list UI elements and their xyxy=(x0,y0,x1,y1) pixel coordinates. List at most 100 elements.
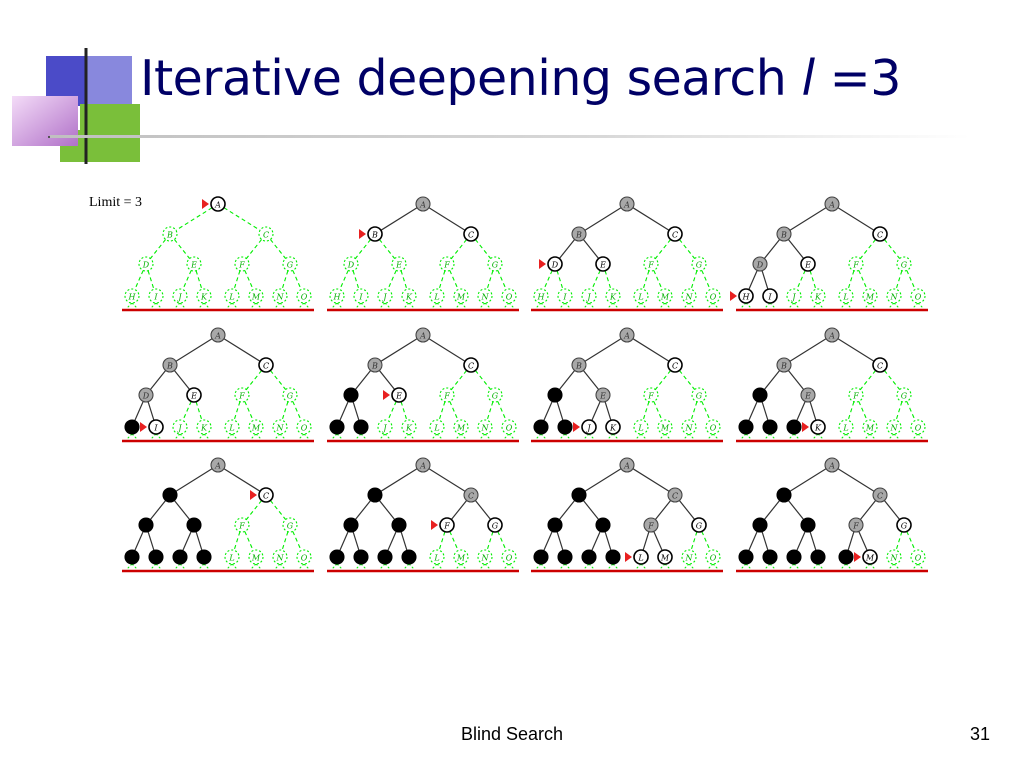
node-label: E xyxy=(190,392,197,401)
tree-edge xyxy=(145,263,157,297)
successor-stub xyxy=(540,563,547,570)
successor-stub xyxy=(255,433,262,440)
successor-stub xyxy=(274,563,281,570)
node-label: C xyxy=(877,362,883,371)
node-circle xyxy=(886,419,902,435)
successor-stub xyxy=(564,563,571,570)
tree-node xyxy=(401,549,417,565)
node-label: B xyxy=(166,362,173,371)
tree-node xyxy=(172,549,188,565)
successor-stub xyxy=(360,302,367,309)
successor-stub xyxy=(408,302,415,309)
tree-edge xyxy=(422,334,472,366)
node-circle xyxy=(162,226,178,242)
node-label: B xyxy=(780,231,787,240)
node-circle xyxy=(377,288,393,304)
node-circle xyxy=(667,357,683,373)
node-label: E xyxy=(395,392,402,401)
tree-node: G xyxy=(487,256,503,272)
tree-edge xyxy=(217,203,267,235)
node-circle xyxy=(367,226,383,242)
node-label: H xyxy=(128,293,137,302)
tree-edge xyxy=(169,464,219,496)
successor-stub xyxy=(917,563,924,570)
successor-stub xyxy=(688,563,695,570)
node-label: M xyxy=(456,424,466,433)
node-circle xyxy=(886,549,902,565)
successor-stub xyxy=(788,433,795,440)
node-label: N xyxy=(276,293,285,302)
tree-node: N xyxy=(477,549,493,565)
tree-node: O xyxy=(296,549,312,565)
tree-node xyxy=(148,549,164,565)
tree-edge xyxy=(783,203,833,235)
tree-edge xyxy=(374,334,424,366)
tree-node: H xyxy=(738,288,754,304)
node-circle xyxy=(633,288,649,304)
successor-stub xyxy=(403,433,410,440)
node-circle xyxy=(439,517,455,533)
successor-stub xyxy=(503,433,510,440)
tree-node: N xyxy=(681,419,697,435)
node-label: A xyxy=(214,332,221,341)
tree-node xyxy=(571,487,587,503)
tree-node: C xyxy=(667,357,683,373)
node-circle xyxy=(824,196,840,212)
tree-node xyxy=(838,549,854,565)
node-label: F xyxy=(443,392,450,401)
node-label: L xyxy=(433,554,439,563)
node-circle xyxy=(477,419,493,435)
successor-stub xyxy=(255,563,262,570)
successor-stub xyxy=(298,302,305,309)
tree-node: N xyxy=(886,288,902,304)
tree-node: M xyxy=(862,288,878,304)
title-limit-value: =3 xyxy=(814,50,902,107)
node-label: I xyxy=(562,293,567,302)
successor-stub xyxy=(174,563,181,570)
successor-stub xyxy=(683,433,690,440)
tree-node xyxy=(124,549,140,565)
tree-node: B xyxy=(367,357,383,373)
tree-node: G xyxy=(691,387,707,403)
successor-stub xyxy=(508,433,515,440)
node-circle xyxy=(377,549,393,565)
tree-node: M xyxy=(862,549,878,565)
successor-stub xyxy=(360,433,367,440)
tree-node xyxy=(533,419,549,435)
tree-node xyxy=(605,549,621,565)
tree-node: F xyxy=(848,387,864,403)
successor-stub xyxy=(635,302,642,309)
node-circle xyxy=(343,256,359,272)
node-label: N xyxy=(685,293,694,302)
successor-stub xyxy=(869,433,876,440)
node-label: O xyxy=(710,424,717,433)
node-circle xyxy=(501,288,517,304)
node-label: F xyxy=(238,522,245,531)
tree-node: G xyxy=(896,387,912,403)
node-circle xyxy=(810,549,826,565)
node-label: F xyxy=(852,261,859,270)
successor-stub xyxy=(888,302,895,309)
node-label: A xyxy=(828,201,835,210)
node-circle xyxy=(282,517,298,533)
successor-stub xyxy=(840,563,847,570)
node-label: A xyxy=(419,462,426,471)
node-circle xyxy=(581,549,597,565)
tree-edge xyxy=(484,394,496,428)
successor-stub xyxy=(740,433,747,440)
node-circle xyxy=(619,327,635,343)
tree-node: B xyxy=(162,226,178,242)
node-circle xyxy=(848,256,864,272)
tree-node: F xyxy=(643,256,659,272)
successor-stub xyxy=(336,563,343,570)
node-label: E xyxy=(395,261,402,270)
tree-node xyxy=(367,487,383,503)
tree-edge xyxy=(893,524,905,558)
node-label: L xyxy=(433,424,439,433)
tree-node: A xyxy=(619,457,635,473)
